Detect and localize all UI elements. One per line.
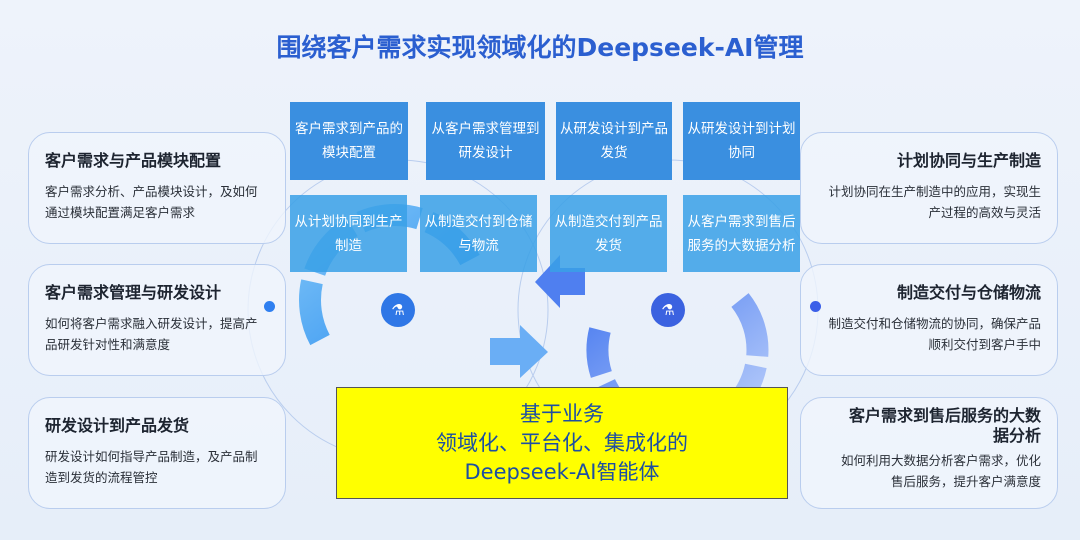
card-desc: 计划协同在生产制造中的应用，实现生产过程的高效与灵活 [828,184,1041,220]
left-card-3: 研发设计到产品发货研发设计如何指导产品制造，及产品制造到发货的流程管控 [28,397,286,509]
connector-dot [810,301,821,312]
right-card-3: 客户需求到售后服务的大数据分析如何利用大数据分析客户需求，优化售后服务，提升客户… [800,397,1058,509]
card-title: 客户需求管理与研发设计 [45,283,222,302]
card-title: 计划协同与生产制造 [896,151,1041,170]
card-desc: 如何利用大数据分析客户需求，优化售后服务，提升客户满意度 [841,453,1042,489]
connector-dot [264,301,275,312]
flow-box-5: 从计划协同到生产制造 [290,195,407,272]
arrow-right-icon [490,325,548,378]
flow-box-8: 从客户需求到售后服务的大数据分析 [683,195,800,272]
flow-box-3: 从研发设计到产品发货 [556,102,672,180]
right-card-1: 计划协同与生产制造计划协同在生产制造中的应用，实现生产过程的高效与灵活 [800,132,1058,244]
card-title: 制造交付与仓储物流 [896,283,1041,302]
card-desc: 如何将客户需求融入研发设计，提高产品研发针对性和满意度 [45,316,258,352]
center-line-3: Deepseek-AI智能体 [464,460,660,484]
card-desc: 客户需求分析、产品模块设计，及如何通过模块配置满足客户需求 [45,184,258,220]
left-card-1: 客户需求与产品模块配置客户需求分析、产品模块设计，及如何通过模块配置满足客户需求 [28,132,286,244]
card-title: 客户需求与产品模块配置 [45,151,222,170]
right-card-2: 制造交付与仓储物流制造交付和仓储物流的协同，确保产品顺利交付到客户手中 [800,264,1058,376]
center-line-2: 领域化、平台化、集成化的 [436,431,688,455]
card-desc: 研发设计如何指导产品制造，及产品制造到发货的流程管控 [45,449,258,485]
card-title: 研发设计到产品发货 [45,416,190,435]
left-card-2: 客户需求管理与研发设计如何将客户需求融入研发设计，提高产品研发针对性和满意度 [28,264,286,376]
flow-box-2: 从客户需求管理到研发设计 [426,102,545,180]
page-title: 围绕客户需求实现领域化的Deepseek-AI管理 [276,33,804,62]
flow-box-7: 从制造交付到产品发货 [550,195,667,272]
center-highlight-box: 基于业务 领域化、平台化、集成化的 Deepseek-AI智能体 [336,387,788,499]
flask-icon: ⚗ [651,293,685,327]
flow-box-4: 从研发设计到计划协同 [683,102,800,180]
card-desc: 制造交付和仓储物流的协同，确保产品顺利交付到客户手中 [828,316,1041,352]
flask-icon: ⚗ [381,293,415,327]
flow-box-1: 客户需求到产品的模块配置 [290,102,408,180]
center-line-1: 基于业务 [520,402,604,426]
flow-box-6: 从制造交付到仓储与物流 [420,195,537,272]
card-title: 客户需求到售后服务的大数据分析 [848,406,1041,445]
